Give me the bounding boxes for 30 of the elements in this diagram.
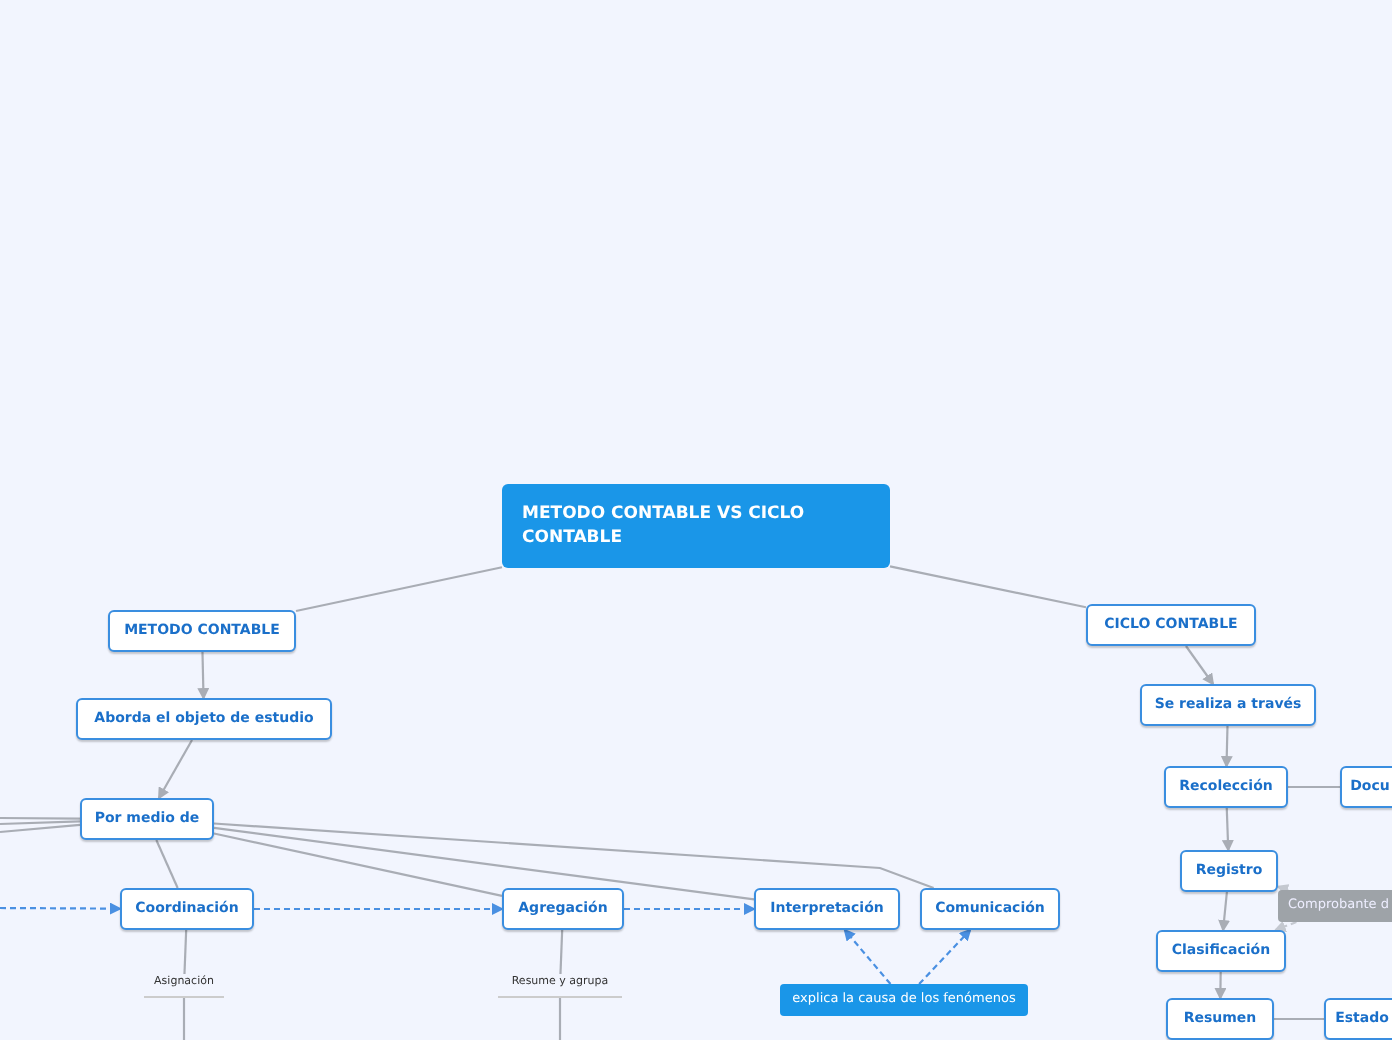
connector-line: [1220, 725, 1233, 768]
dashed-arrow: [843, 928, 892, 985]
connector-line: [213, 822, 935, 890]
connector-line: [1221, 807, 1234, 852]
connector-line: [558, 998, 562, 1040]
dashed-arrow: [0, 902, 122, 915]
connector-line: [197, 651, 210, 700]
connector-line: [1185, 645, 1215, 686]
connector-line: [889, 565, 1087, 609]
connector-line: [213, 832, 503, 897]
connector-line: [213, 826, 755, 901]
dashed-arrow: [918, 928, 972, 985]
dashed-arrow: [1273, 920, 1297, 932]
connector-line: [158, 739, 193, 800]
dashed-arrow: [624, 903, 756, 915]
dashed-arrow: [254, 903, 504, 915]
connector-line: [0, 823, 81, 834]
connector-line: [183, 929, 188, 975]
central-topic: METODO CONTABLE VS CICLO CONTABLE: [502, 484, 890, 568]
connector-line: [295, 566, 503, 613]
connector-line: [1214, 972, 1227, 1000]
connector-line: [155, 839, 179, 889]
dashed-arrow: [1276, 884, 1290, 896]
connector-line: [0, 816, 80, 820]
connector-line: [1274, 1017, 1324, 1021]
connector-line: [1288, 785, 1340, 789]
connector-line: [559, 929, 564, 975]
connector-line: [0, 820, 81, 826]
connector-line: [182, 998, 186, 1040]
connector-line: [1218, 891, 1231, 932]
